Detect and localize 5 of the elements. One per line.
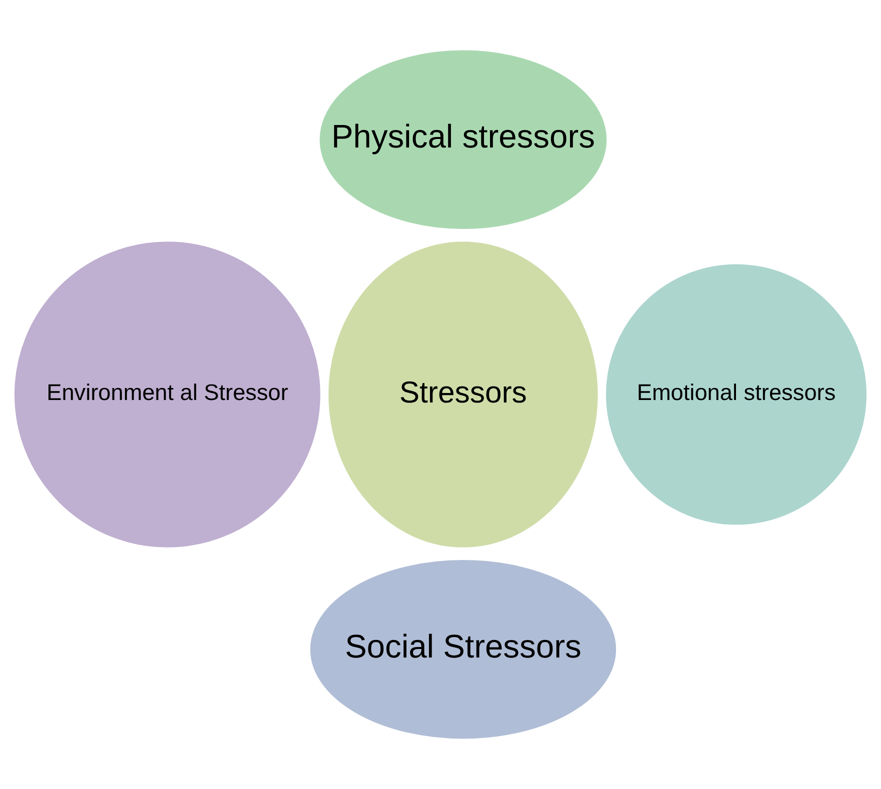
node-circle: Environment al Stressor (12, 239, 323, 550)
node-ellipse: Physical stressors (317, 48, 610, 232)
node-ellipse: Social Stressors (308, 557, 619, 742)
node-circle: Emotional stressors (603, 262, 870, 528)
node-ellipse: Stressors (326, 239, 600, 550)
